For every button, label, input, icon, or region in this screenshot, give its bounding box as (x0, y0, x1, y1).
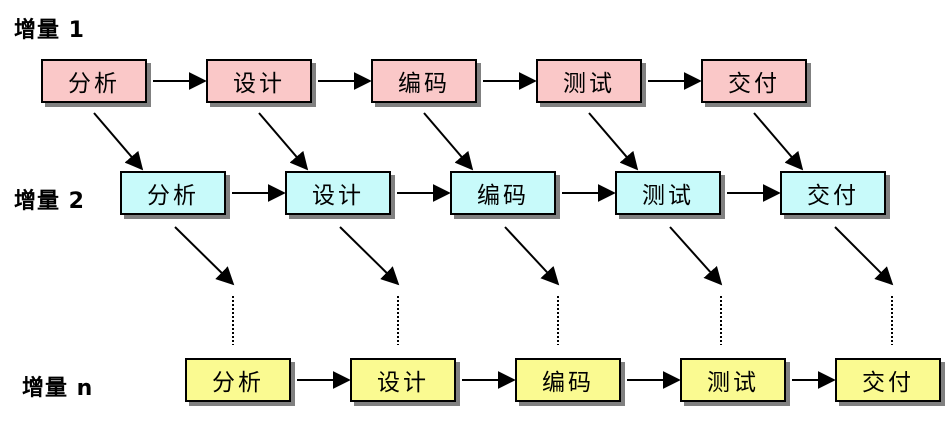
row-label-increment-n: 增量 n (22, 376, 94, 401)
box-rn-analysis: 分析 (185, 358, 291, 402)
row-label-increment-1: 增量 1 (14, 18, 85, 43)
increment-arrow-2-to-n-1 (174, 226, 235, 286)
box-r2-design: 设计 (285, 171, 391, 215)
box-r1-testing: 测试 (536, 59, 642, 103)
box-rn-coding: 编码 (515, 358, 621, 402)
box-r1-design: 设计 (206, 59, 312, 103)
box-r1-analysis: 分析 (41, 59, 147, 103)
box-r2-analysis: 分析 (120, 171, 226, 215)
increment-arrow-2-to-n-2 (339, 226, 400, 286)
box-r2-delivery: 交付 (780, 171, 886, 215)
box-r1-delivery: 交付 (701, 59, 807, 103)
box-r2-testing: 测试 (615, 171, 721, 215)
box-rn-testing: 测试 (680, 358, 786, 402)
increment-arrow-2-to-n-4 (669, 226, 723, 286)
increment-arrow-2-to-n-5 (834, 226, 894, 286)
box-rn-delivery: 交付 (835, 358, 941, 402)
row-label-increment-2: 增量 2 (14, 189, 85, 214)
box-r1-coding: 编码 (371, 59, 477, 103)
increment-arrow-1-to-2-5 (753, 112, 804, 171)
increment-arrow-1-to-2-1 (93, 112, 144, 171)
box-r2-coding: 编码 (450, 171, 556, 215)
box-rn-design: 设计 (350, 358, 456, 402)
increment-arrow-1-to-2-2 (258, 112, 309, 171)
increment-arrow-1-to-2-4 (588, 112, 639, 171)
increment-arrow-2-to-n-3 (504, 226, 560, 286)
increment-arrow-1-to-2-3 (423, 112, 474, 171)
